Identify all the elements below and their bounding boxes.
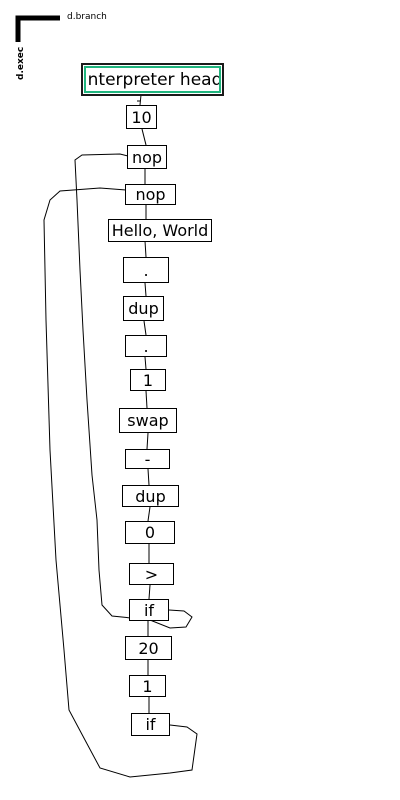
node-push-1-b: 1 [129, 675, 166, 697]
node-print-1: . [123, 257, 169, 283]
node-dup-1: dup [123, 296, 164, 321]
node-swap: swap [119, 408, 177, 433]
node-if-1: if [129, 599, 169, 621]
branch-loop-if-1 [74, 153, 193, 629]
node-hello-world: Hello, World [108, 219, 212, 242]
node-print-2: . [125, 335, 167, 357]
branch-connectors [43, 153, 198, 778]
exec-connectors [137, 94, 151, 713]
node-if-2: if [131, 713, 170, 736]
node-minus: - [125, 449, 170, 469]
legend-axes [15, 15, 60, 42]
node-dup-2: dup [122, 485, 179, 507]
node-push-10: 10 [126, 105, 157, 129]
node-interpreter-head: Interpreter head [81, 63, 224, 96]
node-nop-2: nop [125, 184, 176, 205]
node-push-1: 1 [130, 369, 166, 391]
node-nop-1: nop [127, 145, 167, 169]
legend-branch-label: d.branch [67, 12, 107, 22]
node-push-20: 20 [125, 636, 172, 660]
branch-loop-if-2 [43, 187, 198, 778]
legend-exec-label: d.exec [16, 46, 26, 80]
node-push-0: 0 [125, 521, 175, 544]
node-greater-than: > [129, 563, 174, 585]
